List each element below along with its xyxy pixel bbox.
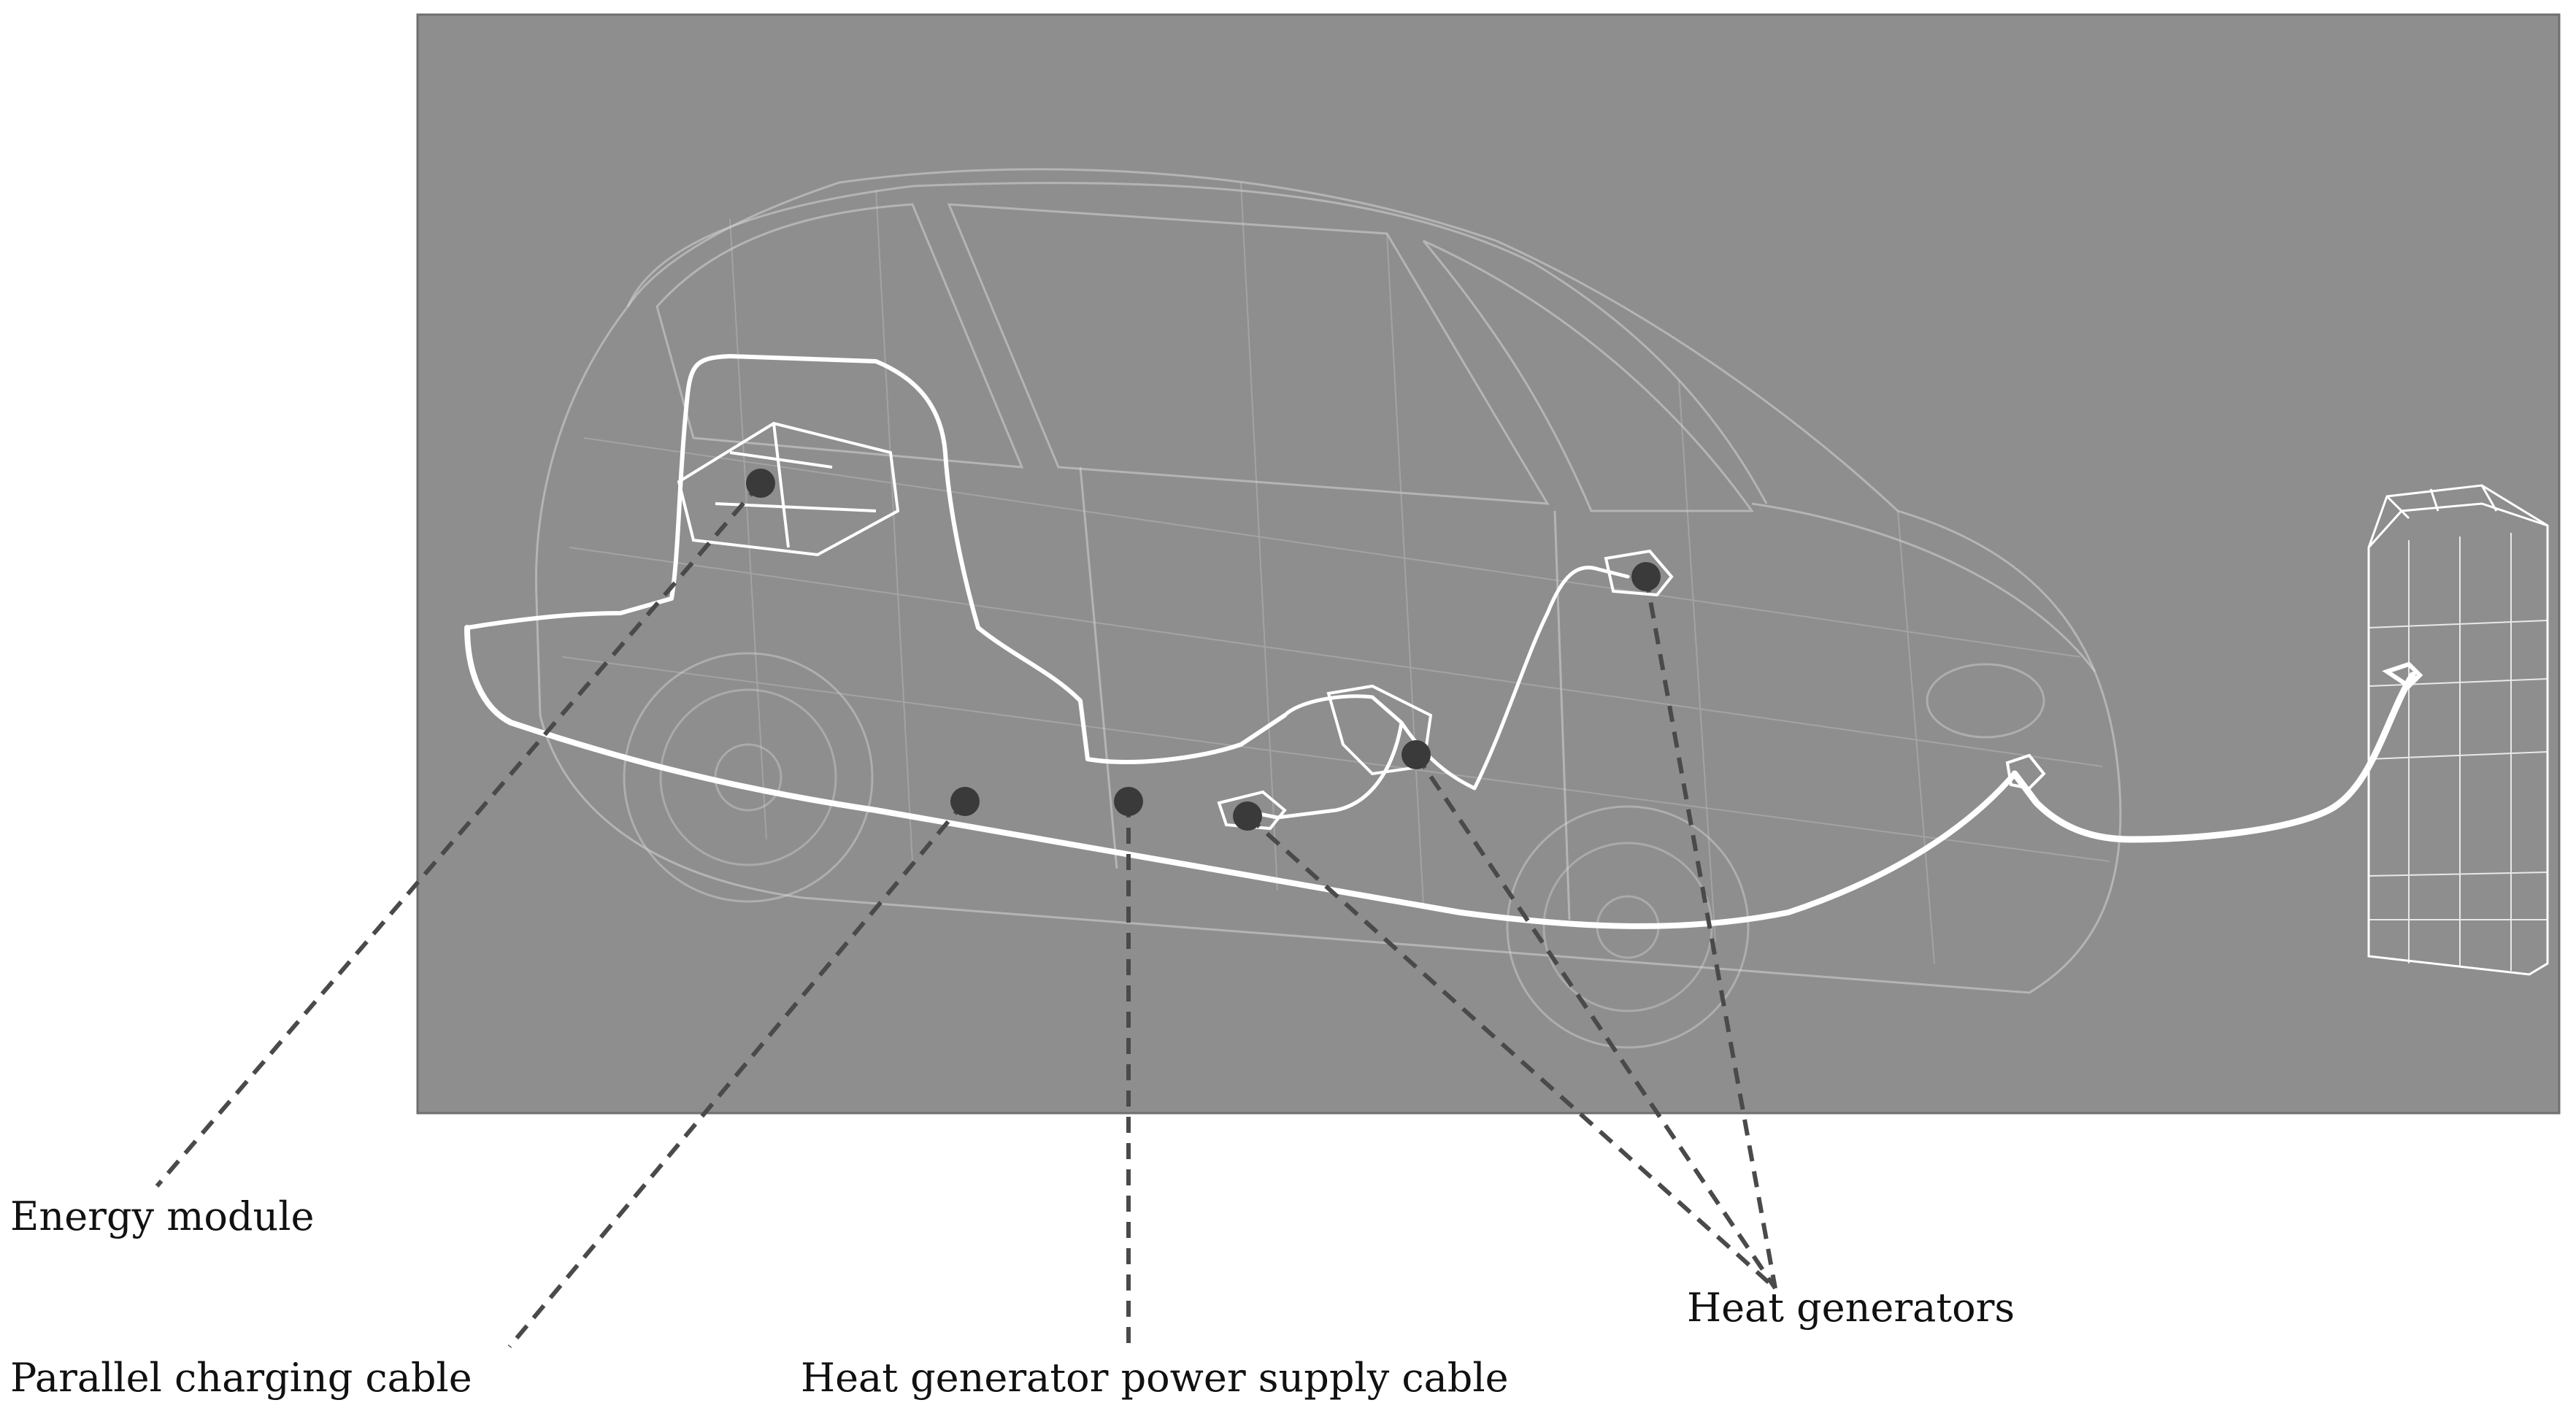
marker-heat-generator-1 (1233, 801, 1262, 831)
marker-heat-generator-supply-cable (1114, 787, 1143, 816)
marker-heat-generator-3 (1631, 562, 1661, 591)
label-energy-module: Energy module (10, 1197, 315, 1236)
marker-parallel-charging-cable (950, 787, 980, 816)
marker-heat-generator-2 (1402, 740, 1431, 769)
label-parallel-charging-cable: Parallel charging cable (10, 1358, 472, 1398)
label-heat-generator-power-supply-cable: Heat generator power supply cable (801, 1358, 1509, 1398)
render-panel (418, 15, 2559, 1113)
label-heat-generators: Heat generators (1687, 1288, 2015, 1328)
marker-energy-module (746, 469, 775, 498)
